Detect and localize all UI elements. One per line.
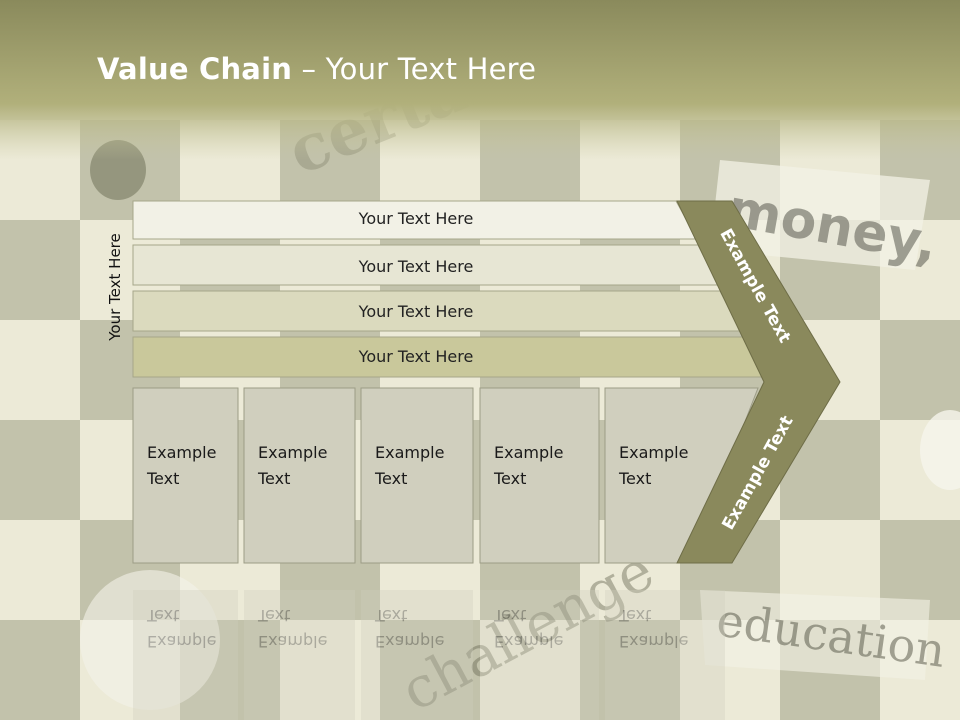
box-line-2: Text [494, 469, 527, 488]
box-line-2: Text [375, 469, 408, 488]
box-line-1: Example [494, 443, 564, 462]
side-label-text: Your Text Here [106, 233, 124, 341]
box-line-1: Example [375, 443, 445, 462]
box-line-1: Example [258, 443, 328, 462]
box-line-2: Text [147, 469, 180, 488]
row-label-4: Your Text Here [358, 347, 474, 366]
paper-scrap [700, 590, 930, 680]
chess-piece [920, 410, 960, 490]
activity-box-1 [132, 387, 239, 564]
title-rest: – Your Text Here [292, 52, 537, 86]
slide-title: Value Chain – Your Text Here [97, 52, 536, 86]
activity-box-4 [479, 387, 600, 564]
row-label-3: Your Text Here [358, 302, 474, 321]
box-line-2: Text [619, 469, 652, 488]
box-line-1: Example [147, 443, 217, 462]
box-line-2: Text [258, 469, 291, 488]
row-label-1: Your Text Here [358, 209, 474, 228]
chess-piece [80, 570, 220, 710]
box-line-1: Example [619, 443, 689, 462]
activity-box-3 [360, 387, 474, 564]
title-bold: Value Chain [97, 52, 293, 86]
paper-scrap [710, 160, 930, 270]
row-label-2: Your Text Here [358, 257, 474, 276]
activity-box-2 [243, 387, 356, 564]
margin-chevron [676, 200, 841, 564]
